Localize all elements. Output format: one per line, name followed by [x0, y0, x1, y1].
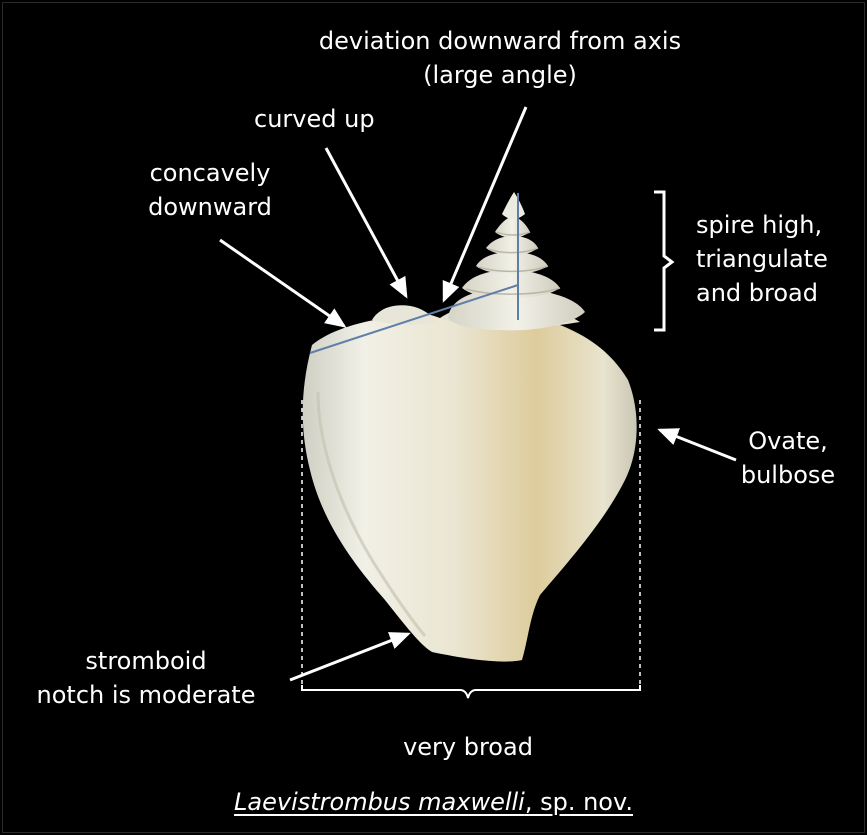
spire-label-line1: spire high,	[696, 208, 828, 242]
species-caption: Laevistrombus maxwelli, sp. nov.	[0, 786, 867, 818]
species-caption-text: Laevistrombus maxwelli, sp. nov.	[234, 788, 633, 816]
curved-up-label-text: curved up	[254, 102, 375, 136]
concavely-arrow	[220, 240, 344, 326]
spire-label-line2: triangulate	[696, 242, 828, 276]
stromboid-label-line1: stromboid	[18, 644, 274, 678]
spire-bracket	[654, 192, 672, 330]
curved-up-arrow	[326, 148, 406, 296]
species-name: Laevistrombus maxwelli	[234, 788, 525, 816]
ovate-label: Ovate, bulbose	[738, 424, 838, 492]
shell-body	[303, 313, 637, 662]
concavely-label: concavely downward	[132, 156, 288, 224]
breadth-label-text: very broad	[368, 730, 568, 764]
ovate-arrow	[660, 430, 736, 460]
shell-spire	[448, 192, 585, 330]
deviation-label-line1: deviation downward from axis	[310, 24, 690, 58]
breadth-bracket	[302, 685, 640, 698]
spire-label-line3: and broad	[696, 276, 828, 310]
spire-label: spire high, triangulate and broad	[696, 208, 828, 310]
concavely-label-line2: downward	[132, 190, 288, 224]
species-suffix: , sp. nov.	[525, 788, 633, 816]
stromboid-label-line2: notch is moderate	[18, 678, 274, 712]
breadth-label: very broad	[368, 730, 568, 764]
curved-up-label: curved up	[254, 102, 375, 136]
ovate-label-line1: Ovate,	[738, 424, 838, 458]
ovate-label-line2: bulbose	[738, 458, 838, 492]
concavely-label-line1: concavely	[132, 156, 288, 190]
stromboid-label: stromboid notch is moderate	[18, 644, 274, 712]
stromboid-arrow	[290, 634, 408, 680]
deviation-label: deviation downward from axis (large angl…	[310, 24, 690, 92]
deviation-label-line2: (large angle)	[310, 58, 690, 92]
